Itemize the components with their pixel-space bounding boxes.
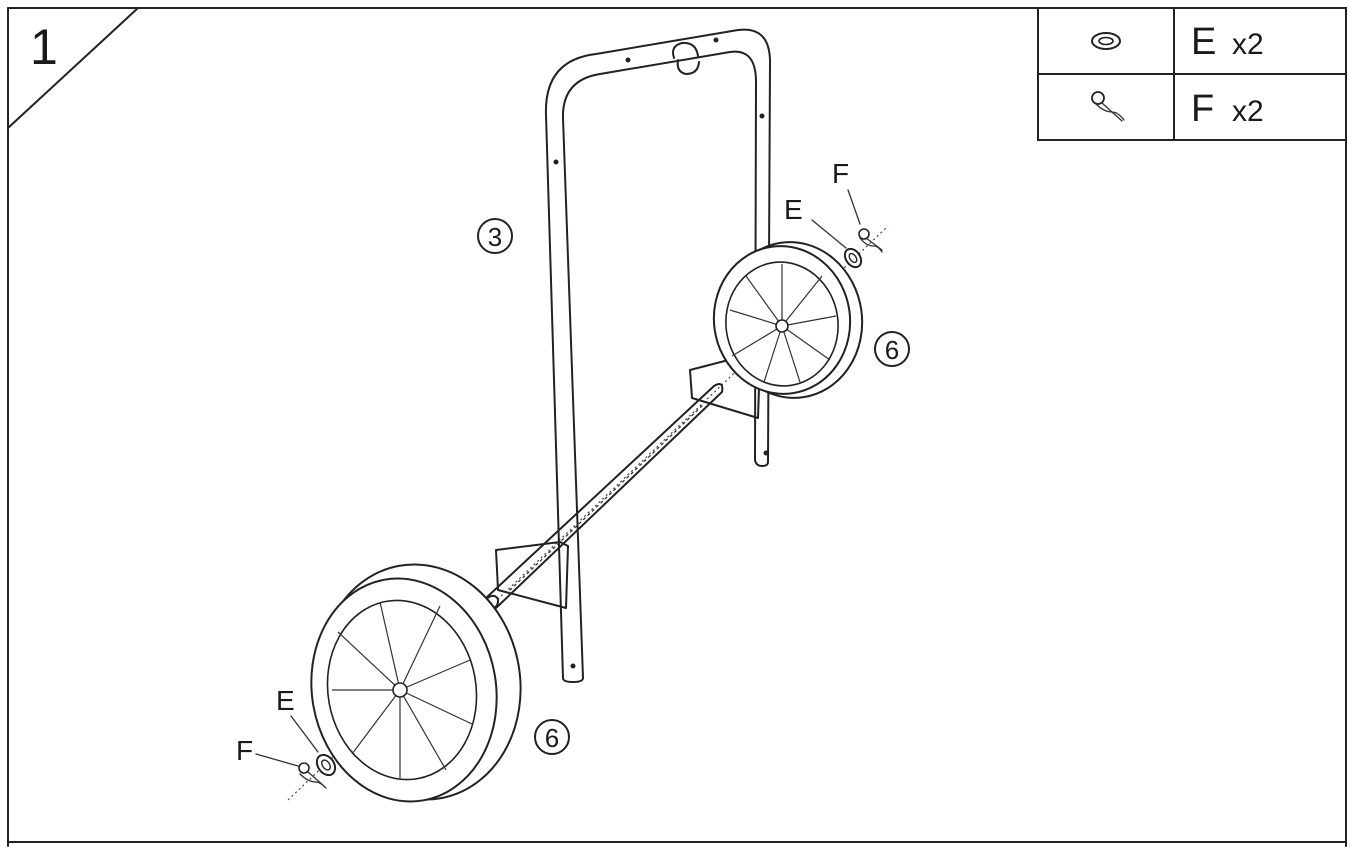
label-e-right: E <box>784 194 803 225</box>
step-number: 1 <box>30 19 58 75</box>
callout-part-6-left-label: 6 <box>545 723 559 753</box>
label-f-left: F <box>236 735 253 766</box>
washer-left <box>315 753 337 777</box>
hitch-pin-right <box>858 228 883 253</box>
callout-part-3: 3 <box>477 218 513 254</box>
callout-part-6-right-label: 6 <box>885 335 899 365</box>
leader-lines <box>255 189 861 767</box>
parts-row-e-label: E <box>1191 21 1216 63</box>
axle-bracket-left <box>495 541 569 609</box>
washer-right <box>843 247 863 269</box>
parts-row-f-qty: x2 <box>1232 95 1264 128</box>
wheel-right <box>712 241 864 399</box>
callout-part-3-label: 3 <box>488 222 502 252</box>
parts-row-f-label: F <box>1191 88 1214 130</box>
handle-frame <box>544 28 771 683</box>
callout-part-6-left: 6 <box>534 719 570 755</box>
wheel-left <box>310 563 522 803</box>
label-e-left: E <box>276 685 295 716</box>
callout-part-6-right: 6 <box>874 331 910 367</box>
washer-icon <box>1091 32 1121 50</box>
step-corner: 1 <box>7 7 139 129</box>
parts-table: E x2 F x2 <box>1037 7 1347 141</box>
hitch-pin-left <box>298 762 327 789</box>
hitch-pin-clip-icon <box>1091 91 1125 122</box>
parts-row-e-qty: x2 <box>1232 28 1264 61</box>
label-f-right: F <box>832 158 849 189</box>
